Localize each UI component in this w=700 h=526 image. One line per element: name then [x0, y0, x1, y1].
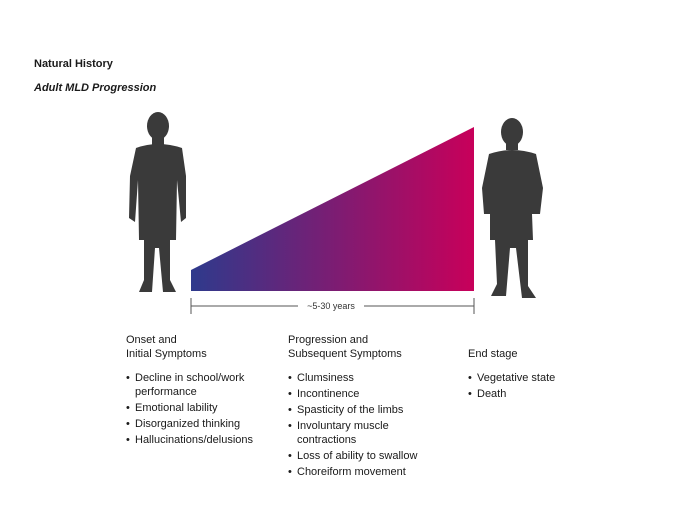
symptom-item: Loss of ability to swallow	[288, 449, 438, 463]
person-onset-icon	[129, 112, 186, 292]
stage-title-line: Initial Symptoms	[126, 348, 207, 360]
stage-title-line: Subsequent Symptoms	[288, 348, 402, 360]
symptom-item: Clumsiness	[288, 371, 438, 385]
symptom-item: Choreiform movement	[288, 465, 438, 479]
stage-title-line: Onset and	[126, 334, 177, 346]
progression-wedge	[191, 127, 474, 291]
symptom-item: Hallucinations/delusions	[126, 433, 266, 447]
symptom-list: Clumsiness Incontinence Spasticity of th…	[288, 371, 438, 479]
symptom-list: Decline in school/work performance Emoti…	[126, 371, 266, 447]
person-end-stage-icon	[482, 118, 543, 298]
duration-bracket	[190, 298, 475, 314]
symptom-list: Vegetative state Death	[468, 371, 578, 401]
symptom-item: Spasticity of the limbs	[288, 403, 438, 417]
stage-end-title: End stage	[468, 347, 578, 361]
symptom-item: Death	[468, 387, 578, 401]
symptom-item: Disorganized thinking	[126, 417, 266, 431]
symptom-item: Emotional lability	[126, 401, 266, 415]
diagram-title: Natural History	[34, 58, 113, 70]
symptom-item: Decline in school/work performance	[126, 371, 266, 399]
stage-title-line: End stage	[468, 348, 518, 360]
stage-title-line: Progression and	[288, 334, 369, 346]
stage-progression-title: Progression and Subsequent Symptoms	[288, 333, 438, 361]
diagram-subtitle: Adult MLD Progression	[34, 82, 157, 94]
symptom-item: Vegetative state	[468, 371, 578, 385]
stage-end: End stage Vegetative state Death	[468, 347, 578, 403]
symptom-item: Involuntary muscle contractions	[288, 419, 438, 447]
symptom-item: Incontinence	[288, 387, 438, 401]
stage-onset-title: Onset and Initial Symptoms	[126, 333, 266, 361]
stage-onset: Onset and Initial Symptoms Decline in sc…	[126, 333, 266, 449]
duration-label: ~5-30 years	[307, 301, 355, 311]
stage-progression: Progression and Subsequent Symptoms Clum…	[288, 333, 438, 481]
